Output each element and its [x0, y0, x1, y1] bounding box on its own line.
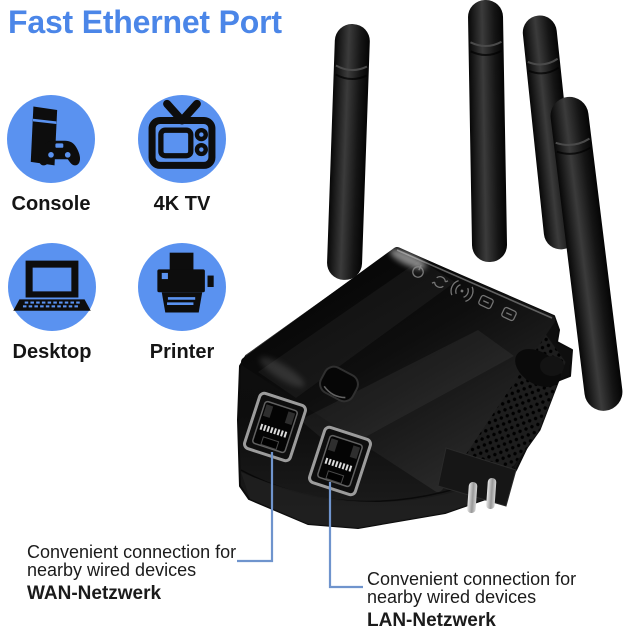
- antenna-1: [327, 24, 370, 280]
- wan-led-icon: [478, 294, 494, 310]
- device-label: Desktop: [12, 341, 92, 363]
- printer-icon: [138, 243, 226, 331]
- retro-tv-icon: [138, 95, 226, 183]
- wps-icon: [431, 276, 449, 288]
- laptop-icon: [8, 243, 96, 331]
- front-panel: [241, 247, 555, 492]
- power-plug-pins: [467, 478, 497, 514]
- device-label: 4K TV: [153, 193, 211, 215]
- antenna-2: [468, 0, 508, 262]
- wps-button: [319, 365, 359, 403]
- callout-wan-line1: Convenient connection for: [27, 542, 237, 562]
- wifi-signal-icon: [450, 279, 474, 303]
- device-item-printer: Printer: [136, 243, 228, 364]
- lan-port-label: LAN-Netzwerk: [367, 610, 496, 627]
- callout-wan-line2: nearby wired devices: [27, 560, 197, 580]
- callout-line-wan: [237, 452, 274, 563]
- wan-port-label: WAN-Netzwerk: [27, 583, 162, 604]
- callout-lan-line2: nearby wired devices: [367, 587, 537, 607]
- power-plug: [437, 447, 517, 514]
- device-item-desktop: Desktop: [6, 243, 98, 364]
- callout-wan: Convenient connection for nearby wired d…: [27, 543, 236, 603]
- device-label: Console: [11, 193, 91, 215]
- game-console-icon: [7, 95, 95, 183]
- device-item-4k-tv: 4K TV: [136, 95, 228, 216]
- device-item-console: Console: [5, 95, 97, 216]
- callout-line-lan: [328, 482, 363, 589]
- status-led-icons: [412, 264, 517, 322]
- antenna-4: [550, 96, 623, 411]
- device-label: Printer: [149, 341, 215, 363]
- callout-lan: Convenient connection for nearby wired d…: [367, 570, 576, 627]
- lan-led-icon: [501, 306, 517, 322]
- page-title: Fast Ethernet Port: [8, 4, 282, 40]
- power-icon: [412, 264, 424, 278]
- callout-lan-line1: Convenient connection for: [367, 569, 577, 589]
- antenna-hinge: [515, 349, 564, 387]
